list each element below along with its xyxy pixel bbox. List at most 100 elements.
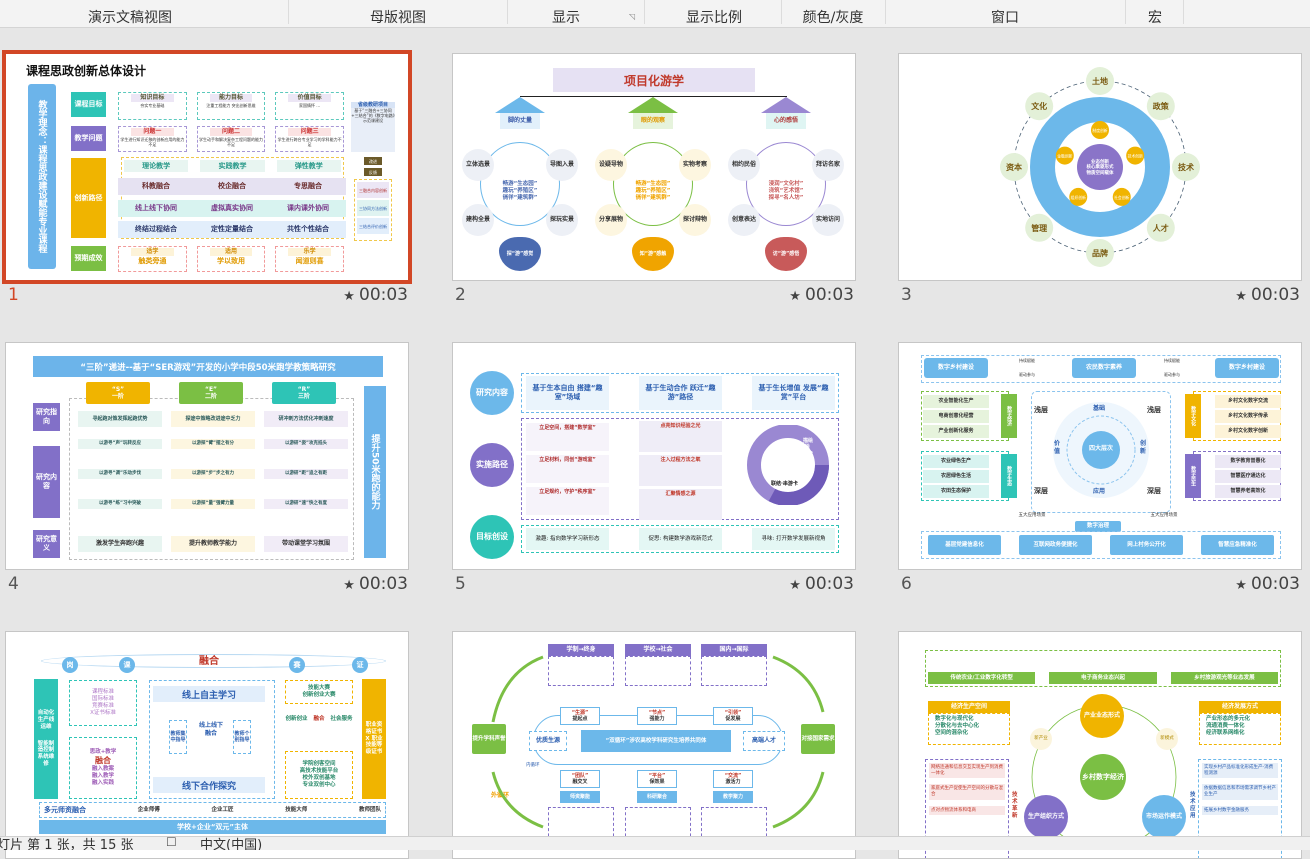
slide-timing[interactable]: ★ 00:03 [789, 285, 854, 305]
slide-thumbnail-8[interactable]: 提升学科声誉 对接国家需求 优质生源 “双循环”涉农高校学科研究生培养共同体 高… [452, 631, 856, 859]
slide-title: 项目化游学 [553, 68, 755, 92]
aim: 寻起跑对策发挥起跑优势 [78, 411, 162, 427]
teacher-item: 企业师傅 [137, 806, 160, 813]
group-master-views: 母版视图 [370, 10, 426, 26]
slide-thumbnail-2[interactable]: 项目化游学 脚的丈量 立体选景 导图入景 建构全景 探玩实景 畅游“生态园”趣玩… [452, 53, 856, 281]
meaning: 提升教师教学能力 [171, 536, 255, 552]
content-item: 以游寻“调”乐动步伐 [78, 469, 162, 479]
teacher-item: 多元师资融合 [44, 805, 86, 814]
innovation-label: 社会创新 [1114, 195, 1129, 200]
house-roof-icon [628, 97, 678, 113]
ribbon-group-labels: 演示文稿视图 母版视图 显示 ◹ 显示比例 颜色/灰度 窗口 宏 [0, 0, 1310, 28]
innovation-label: 金融创新 [1057, 154, 1072, 159]
band-collaboration: 线上线下协同虚拟真实协同课内课外协同 [118, 200, 346, 217]
category-tag: 数字民生 [1185, 454, 1201, 498]
outer-factor-label: 文化 [1031, 101, 1047, 111]
trend-label: 传统农业/工业数字化转型 [928, 672, 1036, 684]
goal-box: 促思: 构建数学游戏新范式 [639, 528, 722, 550]
aim: 探途中策略改进途中乏力 [171, 411, 255, 427]
slide-thumbnail-3[interactable]: 土地政策技术人才品牌管理资本文化制度创新技术创新社会创新组织创新金融创新 业态创… [898, 53, 1302, 281]
slide-counter: 灯片 第 1 张，共 15 张 [0, 838, 134, 850]
transition-star-icon: ★ [1235, 578, 1251, 593]
outer-factor [1000, 153, 1028, 181]
path-item: 点亮知识经验之光 [639, 421, 722, 452]
node: 相约民俗 [728, 149, 760, 181]
problem-header: 问题一 [131, 128, 174, 136]
transition-star-icon: ★ [343, 578, 359, 593]
duration: 00:03 [359, 285, 408, 305]
teaching-type: 实践教学 [200, 160, 265, 172]
dual-subject-banner: 学校+企业“双元”主体 [39, 820, 386, 834]
outer-factor-label: 资本 [1006, 162, 1022, 172]
slide-timing[interactable]: ★ 00:03 [789, 574, 854, 594]
problem-text: 学生进行知识迁移的创新应用的能力不足 [120, 136, 185, 147]
slide-thumbnail-5[interactable]: 研究内容 实施路径 目标创设 基于生本自由 搭建“趣室”场域 激趣: 指向数学学… [452, 342, 856, 570]
content-item: 以游寻“声”玩转反应 [78, 439, 162, 449]
category-item: 农业绿色生产 [923, 455, 989, 468]
feedback-tag: 反馈 [364, 168, 382, 176]
group-window: 窗口 [991, 10, 1019, 26]
ideology-item: 思政+教学 [89, 749, 117, 756]
ideology-item: 融合 [95, 756, 111, 766]
slide-timing[interactable]: ★ 00:03 [343, 574, 408, 594]
goal-box: 激趣: 指向数学学习新形态 [526, 528, 609, 550]
platform-item: 校外双创基地 [302, 775, 336, 781]
governance-item: 互联网政务便捷化 [1019, 535, 1092, 555]
outer-factor [1146, 92, 1175, 121]
list-item: 产业形态的多元化 [1206, 716, 1251, 722]
outer-factor-label: 管理 [1031, 223, 1047, 233]
aim: 研冲刺方法优化冲刺速度 [264, 411, 348, 427]
content-item: 以游研“速”快之有度 [264, 499, 348, 509]
slide-timing[interactable]: ★ 00:03 [1235, 285, 1300, 305]
node: 建构全景 [462, 204, 494, 236]
category-item: 农业智能化生产 [923, 395, 989, 408]
slide-thumbnail-1[interactable]: 课程思政创新总体设计 教学理念：课程思政建设赋能专业课程 课程目标 教学问题 创… [5, 53, 409, 281]
slide-timing[interactable]: ★ 00:03 [288, 285, 408, 305]
content-item: 以游探“量”强臂力量 [171, 499, 255, 509]
problem-text: 学生进行跨台专业学习的学科能力不足 [277, 136, 342, 147]
slide-thumbnail-6[interactable]: 数字乡村建设 农民数字素养 数字乡村建设 持续赋能 驱动参与 持续赋能 驱动参与… [898, 342, 1302, 570]
teacher-item: 技能大师 [285, 806, 308, 813]
stage-header: “E”二阶 [179, 382, 243, 404]
path-item: 立足空间，搭建“数学室” [526, 423, 609, 451]
list-item: 空间的混杂化 [935, 729, 969, 736]
direction-header: 国内→国际 [701, 644, 767, 656]
notes-icon[interactable]: ☐ [166, 836, 177, 849]
outer-factor [1172, 153, 1200, 181]
game-card-wheel [747, 425, 829, 505]
slide-thumbnail-9[interactable]: 传统农业/工业数字化转型电子商务业态兴起乡村旅游观光等业态发展 经济生产空间 数… [898, 631, 1302, 859]
language-indicator[interactable]: 中文(中国) [200, 838, 263, 850]
outer-factor-label: 人才 [1153, 223, 1169, 233]
goal-text: 家国情怀 … [299, 102, 321, 108]
feedback-tag: 改进 [364, 157, 382, 165]
node: 立体选景 [462, 149, 494, 181]
slide-number: 4 [8, 574, 19, 594]
trend-label: 电子商务业态兴起 [1049, 672, 1157, 684]
node: 导图入景 [546, 149, 578, 181]
governance-item: 基层党建信息化 [928, 535, 1001, 555]
heart-label: 访“游”感悟 [765, 237, 807, 271]
node: 分享展物 [595, 204, 627, 236]
outcomes-row: 适学触类旁通 适用学以致用 乐学闻道则喜 [118, 246, 345, 272]
category-item: 农居绿色生活 [923, 470, 989, 483]
note: 依据数据信息和市场需求调节乡村产业生产 [1202, 784, 1278, 800]
slide-timing[interactable]: ★ 00:03 [1235, 574, 1300, 594]
slide-thumbnail-7[interactable]: 融合 岗 课 赛 证 自动化生产线运维智能制造控制系统维修 课程标准国际标准竞赛… [5, 631, 409, 859]
slide-thumbnail-4[interactable]: “三阶”递进--基于“SER游戏”开发的小学中段50米跑学教策略研究 提升50米… [5, 342, 409, 570]
content-item: 以游寻“练”习中突破 [78, 499, 162, 509]
node: 实地访问 [812, 204, 844, 236]
content-item: 以游探“步”步之有力 [171, 469, 255, 479]
path-item: 立足规约，守护“秩序室” [526, 487, 609, 515]
meaning: 激发学生奔跑兴趣 [78, 536, 162, 552]
node: 拜访名家 [812, 149, 844, 181]
category-item: 乡村文化数字创新 [1215, 425, 1281, 438]
slide-title: “三阶”递进--基于“SER游戏”开发的小学中段50米跑学教策略研究 [33, 356, 383, 377]
content-item: 以游探“臂”摆之有分 [171, 439, 255, 449]
category-tag: 数字文化 [1185, 394, 1201, 438]
divider [1183, 0, 1184, 24]
dialog-launcher-icon[interactable]: ◹ [629, 12, 636, 21]
row-label: 研究内容 [33, 446, 60, 518]
house-label: 脚的丈量 [500, 113, 540, 129]
content-box: 基于生本自由 搭建“趣室”场域 [526, 376, 609, 410]
